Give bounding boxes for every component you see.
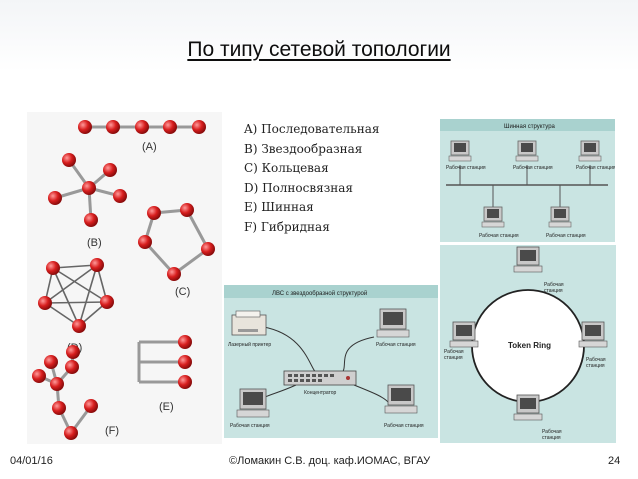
hub-icon <box>283 370 357 386</box>
label-e: (E) <box>159 401 174 413</box>
footer-date: 04/01/16 <box>10 455 53 467</box>
hub-label: Концентратор <box>304 390 337 396</box>
star-title: ЛВС с звездообразной структурой <box>272 290 367 297</box>
header-band <box>0 0 638 72</box>
label-f: (F) <box>105 425 119 437</box>
list-item: E) Шинная <box>244 200 314 214</box>
star-ws-label: Рабочая станция <box>230 423 270 429</box>
slide-title: По типу сетевой топологии <box>187 38 451 61</box>
ring-ws-label-2: станция <box>544 288 563 294</box>
bus-ws-label: Рабочая станция <box>479 233 519 239</box>
topology-e-lines <box>137 340 185 384</box>
topology-list: A) Последовательная B) Звездообразная C)… <box>244 120 379 237</box>
label-b: (B) <box>87 237 102 249</box>
topology-c-nodes <box>138 203 215 281</box>
bus-ws-label: Рабочая станция <box>446 165 486 171</box>
label-a: (A) <box>142 141 157 153</box>
ring-ws-label-2: станция <box>542 435 561 441</box>
ring-label: Token Ring <box>508 341 551 350</box>
list-item: B) Звездообразная <box>244 141 363 156</box>
topology-a-nodes <box>78 120 206 134</box>
ring-ws-label-1: Рабочая <box>542 429 562 435</box>
ring-ws-label-1: Рабочая <box>444 349 464 355</box>
star-ws-label: Рабочая станция <box>376 342 416 348</box>
bus-ws-label: Рабочая станция <box>546 233 586 239</box>
printer-icon <box>231 310 267 336</box>
token-ring-panel: Token Ring Рабочая станция Рабочая станц… <box>440 245 616 443</box>
star-ws-label: Рабочая станция <box>384 423 424 429</box>
list-item: A) Последовательная <box>244 122 380 136</box>
topology-diagrams: (A) (B) (C) <box>27 112 222 444</box>
bus-ws-label: Рабочая станция <box>513 165 553 171</box>
label-c: (C) <box>175 286 190 298</box>
ring-ws-label-1: Рабочая <box>586 357 606 363</box>
topology-d-nodes <box>38 258 114 333</box>
star-lan-panel: ЛВС с звездообразной структурой Лазерный… <box>224 285 438 438</box>
bus-structure-panel: Шинная структура Рабочая станция Рабочая… <box>440 119 615 242</box>
ring-ws-label-1: Рабочая <box>544 282 564 288</box>
list-item: F) Гибридная <box>244 219 330 234</box>
bus-title: Шинная структура <box>504 124 556 130</box>
list-item: C) Кольцевая <box>244 161 329 175</box>
ring-ws-label-2: станция <box>444 355 463 361</box>
list-item: D) Полносвязная <box>244 180 353 195</box>
ring-ws-label-2: станция <box>586 363 605 369</box>
footer-author: ©Ломакин С.В. доц. каф.ИОМАС, ВГАУ <box>229 455 431 467</box>
topology-b-nodes <box>48 153 127 227</box>
footer-page-number: 24 <box>608 455 621 467</box>
topology-f-nodes <box>32 345 98 440</box>
topology-e-nodes <box>178 335 192 389</box>
printer-label: Лазерный принтер <box>228 341 271 348</box>
bus-ws-label: Рабочая станция <box>576 165 615 171</box>
